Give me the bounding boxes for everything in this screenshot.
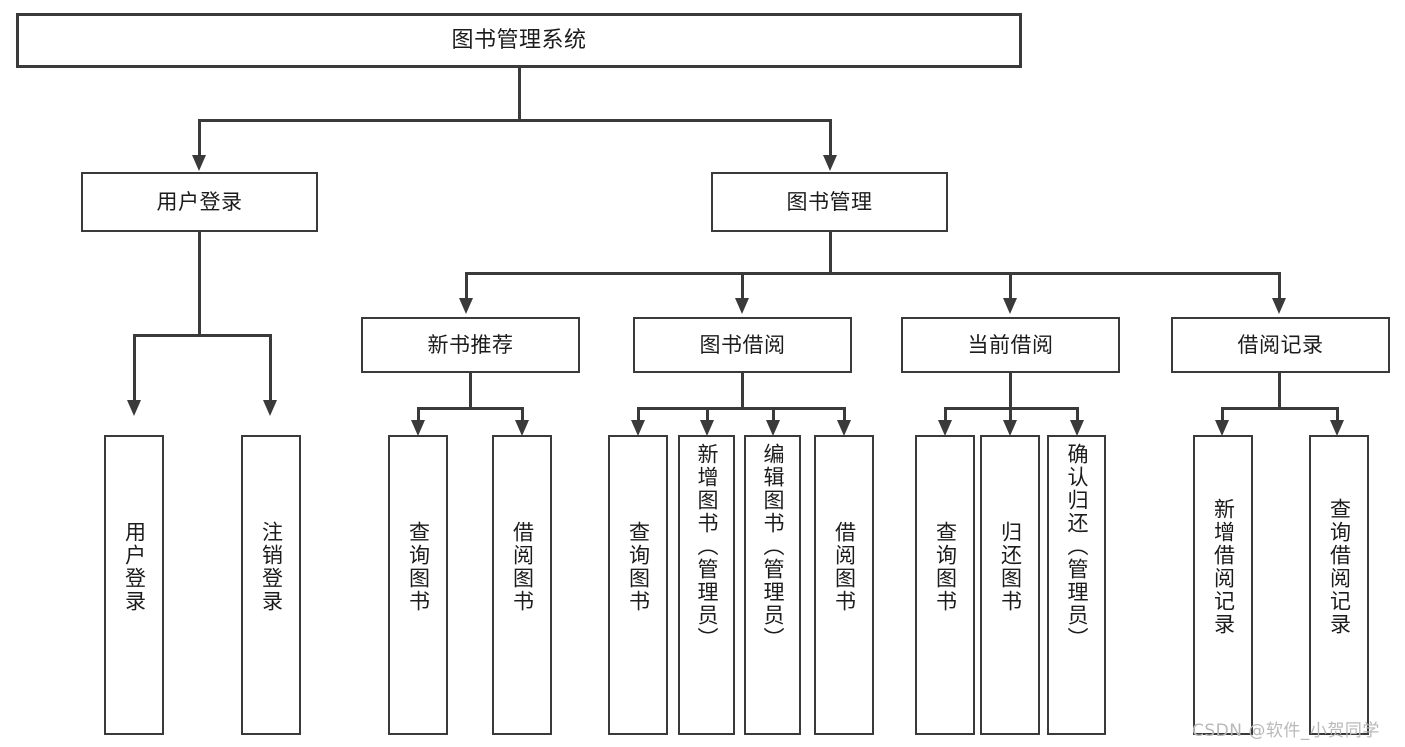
arrow-user-login-to-leaf-2	[263, 400, 277, 416]
arrow-record-to-leaf-2	[1330, 420, 1344, 436]
connector-book-mgmt-bar	[465, 272, 1280, 275]
connector-book-mgmt-to-record	[1278, 272, 1281, 300]
node-label: 图书管理	[786, 189, 873, 214]
watermark-text: CSDN @软件_小贺同学	[1192, 721, 1380, 741]
leaf-new-book-query[interactable]: 查询图书	[388, 435, 448, 735]
arrow-borrow-to-leaf-3	[766, 420, 780, 436]
arrow-current-to-leaf-2	[1003, 420, 1017, 436]
node-book-management[interactable]: 图书管理	[711, 172, 948, 232]
connector-borrow-stem	[741, 373, 744, 409]
leaf-current-confirm-return-admin[interactable]: 确认归还（管理员）	[1047, 435, 1106, 735]
arrow-current-to-leaf-1	[938, 420, 952, 436]
connector-book-mgmt-to-borrow	[741, 272, 744, 300]
leaf-current-return-book[interactable]: 归还图书	[980, 435, 1040, 735]
connector-current-to-leaf-3	[1076, 407, 1079, 423]
connector-root-bar	[198, 119, 831, 122]
arrow-book-mgmt-to-current	[1003, 298, 1017, 314]
connector-borrow-to-leaf-1	[637, 407, 640, 423]
arrow-root-to-user-login	[192, 155, 206, 171]
arrow-new-book-to-leaf-1	[411, 420, 425, 436]
connector-current-to-leaf-2	[1009, 407, 1012, 423]
connector-borrow-bar	[637, 407, 845, 410]
node-label: 归还图书	[998, 521, 1023, 613]
node-label: 用户登录	[156, 189, 243, 214]
arrow-book-mgmt-to-new-book	[459, 298, 473, 314]
connector-current-to-leaf-1	[944, 407, 947, 423]
connector-borrow-to-leaf-3	[772, 407, 775, 423]
connector-new-book-bar	[417, 407, 523, 410]
node-label: 用户登录	[122, 521, 147, 613]
leaf-record-query-record[interactable]: 查询借阅记录	[1309, 435, 1369, 735]
node-label: 借阅记录	[1237, 332, 1324, 357]
connector-new-book-to-leaf-1	[417, 407, 420, 423]
connector-user-login-stem	[198, 232, 201, 336]
connector-new-book-to-leaf-2	[521, 407, 524, 423]
node-label: 借阅图书	[832, 521, 857, 613]
connector-book-mgmt-to-current	[1009, 272, 1012, 300]
connector-record-stem	[1278, 373, 1281, 409]
connector-root-to-user-login	[198, 119, 201, 157]
node-label: 新增借阅记录	[1211, 498, 1236, 636]
node-borrow-record[interactable]: 借阅记录	[1171, 317, 1390, 373]
connector-record-to-leaf-1	[1221, 407, 1224, 423]
node-label: 图书借阅	[699, 332, 786, 357]
leaf-record-add-record[interactable]: 新增借阅记录	[1193, 435, 1253, 735]
node-label: 查询图书	[406, 521, 431, 613]
connector-user-login-to-leaf-2	[269, 334, 272, 402]
leaf-new-book-borrow[interactable]: 借阅图书	[492, 435, 552, 735]
node-new-book-recommend[interactable]: 新书推荐	[361, 317, 580, 373]
leaf-borrow-borrow-book[interactable]: 借阅图书	[814, 435, 874, 735]
node-label: 新增图书（管理员）	[695, 443, 719, 650]
arrow-new-book-to-leaf-2	[515, 420, 529, 436]
leaf-borrow-add-book-admin[interactable]: 新增图书（管理员）	[678, 435, 735, 735]
node-user-login[interactable]: 用户登录	[81, 172, 318, 232]
connector-root-to-book-mgmt	[829, 119, 832, 157]
node-label: 编辑图书（管理员）	[761, 443, 785, 650]
leaf-borrow-query-book[interactable]: 查询图书	[608, 435, 668, 735]
leaf-current-query-book[interactable]: 查询图书	[915, 435, 975, 735]
arrow-borrow-to-leaf-2	[700, 420, 714, 436]
connector-root-stem	[518, 68, 521, 120]
node-label: 新书推荐	[427, 332, 514, 357]
arrow-book-mgmt-to-record	[1272, 298, 1286, 314]
node-label: 当前借阅	[967, 332, 1054, 357]
arrow-root-to-book-mgmt	[823, 155, 837, 171]
connector-record-to-leaf-2	[1336, 407, 1339, 423]
arrow-record-to-leaf-1	[1215, 420, 1229, 436]
leaf-borrow-edit-book-admin[interactable]: 编辑图书（管理员）	[744, 435, 801, 735]
connector-book-mgmt-to-new-book	[465, 272, 468, 300]
arrow-user-login-to-leaf-1	[127, 400, 141, 416]
connector-record-bar	[1221, 407, 1338, 410]
connector-book-mgmt-stem	[829, 232, 832, 274]
connector-current-stem	[1009, 373, 1012, 409]
arrow-book-mgmt-to-borrow	[735, 298, 749, 314]
connector-borrow-to-leaf-4	[843, 407, 846, 423]
node-book-borrow[interactable]: 图书借阅	[633, 317, 852, 373]
node-label: 注销登录	[259, 521, 284, 613]
node-label: 确认归还（管理员）	[1065, 443, 1089, 650]
arrow-current-to-leaf-3	[1070, 420, 1084, 436]
leaf-user-login-logout[interactable]: 注销登录	[241, 435, 301, 735]
arrow-borrow-to-leaf-1	[631, 420, 645, 436]
arrow-borrow-to-leaf-4	[837, 420, 851, 436]
leaf-user-login-login[interactable]: 用户登录	[104, 435, 164, 735]
connector-user-login-bar	[133, 334, 271, 337]
node-label: 借阅图书	[510, 521, 535, 613]
node-label: 查询图书	[933, 521, 958, 613]
node-current-borrow[interactable]: 当前借阅	[901, 317, 1120, 373]
node-root-system[interactable]: 图书管理系统	[16, 13, 1022, 68]
connector-new-book-stem	[469, 373, 472, 409]
node-label: 图书管理系统	[451, 27, 587, 53]
node-label: 查询借阅记录	[1327, 498, 1352, 636]
connector-user-login-to-leaf-1	[133, 334, 136, 402]
connector-borrow-to-leaf-2	[706, 407, 709, 423]
node-label: 查询图书	[626, 521, 651, 613]
